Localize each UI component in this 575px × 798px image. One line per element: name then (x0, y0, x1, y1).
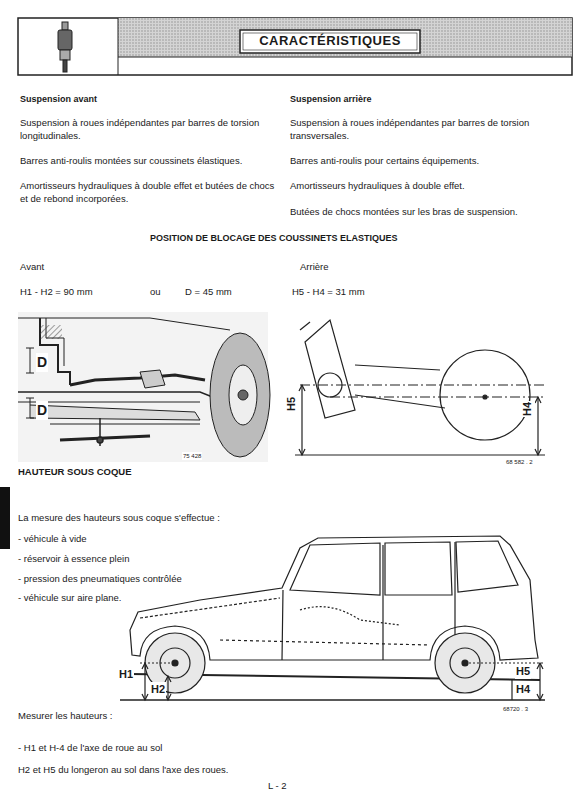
text-label: Butées de chocs montées sur les bras de … (290, 206, 565, 219)
text-label: H2 (150, 682, 166, 697)
car-side-view (120, 536, 545, 700)
text-label: - réservoir à essence plein (18, 553, 129, 566)
text-label: Suspension arrière (290, 93, 372, 105)
text-label: Mesurer les hauteurs : (18, 710, 113, 723)
text-label: 75 428 (182, 452, 202, 460)
text-label: H1 (118, 667, 134, 682)
text-label: 68720 . 3 (502, 705, 529, 713)
header-frame (18, 18, 572, 75)
text-label: Barres anti-roulis montées sur coussinet… (20, 155, 282, 168)
text-label: Suspension avant (20, 93, 97, 105)
text-label: D (36, 353, 48, 372)
rear-suspension-figure (295, 320, 545, 455)
text-label: POSITION DE BLOCAGE DES COUSSINETS ELAST… (150, 232, 398, 244)
text-label: L - 2 (268, 780, 287, 793)
text-label: ou (150, 286, 161, 299)
text-label: Arrière (300, 261, 329, 274)
setting-tool (60, 418, 150, 446)
text-label: Suspension à roues indépendantes par bar… (20, 117, 278, 143)
text-label: H1 - H2 = 90 mm (20, 286, 93, 299)
shock-absorber-icon (58, 22, 72, 72)
text-label: 68 582 . 2 (505, 458, 534, 466)
text-label: - H1 et H-4 de l'axe de roue au sol (18, 742, 162, 755)
text-label: - véhicule à vide (18, 533, 87, 546)
text-label: Avant (20, 261, 44, 274)
text-label: - pression des pneumatiques contrôlée (18, 573, 182, 586)
text-label: H4 (520, 401, 535, 417)
text-label: Amortisseurs hydrauliques à double effet… (290, 180, 560, 193)
text-label: - véhicule sur aire plane. (18, 592, 122, 605)
text-label: La mesure des hauteurs sous coque s'effe… (18, 512, 220, 525)
text-label: H5 (515, 664, 531, 679)
text-label: H5 (284, 396, 299, 412)
text-label: HAUTEUR SOUS COQUE (18, 466, 131, 479)
text-label: Amortisseurs hydrauliques à double effet… (20, 180, 282, 206)
page-title: CARACTÉRISTIQUES (242, 31, 418, 51)
text-label: H2 et H5 du longeron au sol dans l'axe d… (18, 764, 228, 777)
text-label: D = 45 mm (185, 286, 232, 299)
section-tab (0, 487, 10, 549)
text-label: H4 (515, 682, 531, 697)
text-label: H5 - H4 = 31 mm (292, 286, 365, 299)
text-label: Barres anti-roulis pour certains équipem… (290, 155, 560, 168)
text-label: D (36, 401, 48, 420)
text-label: Suspension à roues indépendantes par bar… (290, 117, 552, 143)
front-suspension-figure (18, 312, 270, 462)
